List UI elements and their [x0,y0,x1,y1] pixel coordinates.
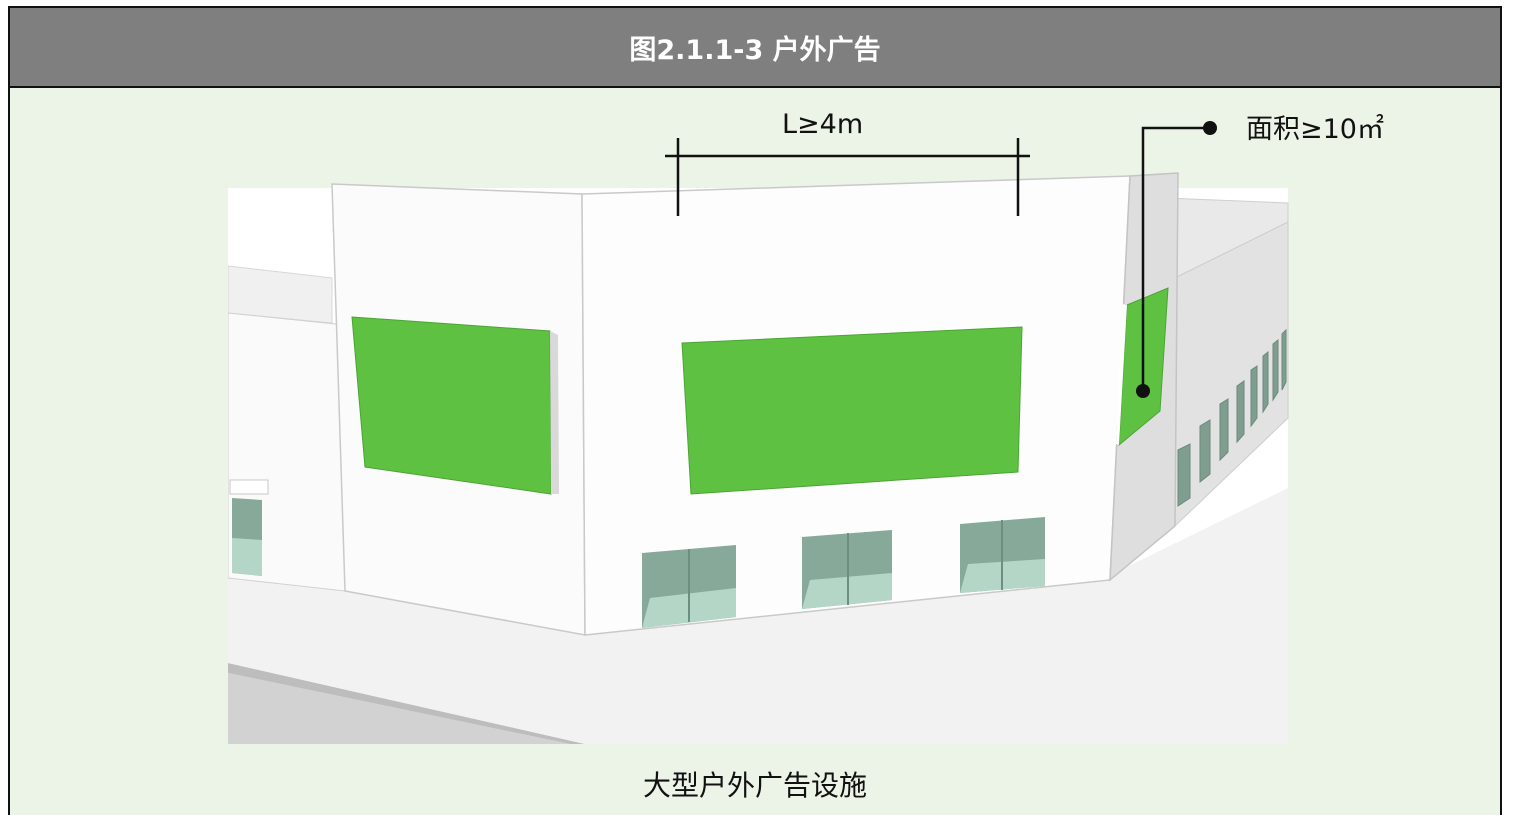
length-dimension [665,138,1030,216]
billboard-front [681,326,1023,495]
figure-caption: 大型户外广告设施 [642,769,867,802]
billboard-left [351,316,552,495]
area-callout [1141,126,1210,391]
building-illustration: L≥4m 面积≥10㎡ [228,109,1384,744]
callout-dot-end [1203,121,1217,135]
figure-frame: 图2.1.1-3 户外广告 [8,6,1502,815]
callout-dot-start [1136,384,1150,398]
storefront-windows [642,517,1045,628]
length-label: L≥4m [782,109,863,140]
figure-title: 图2.1.1-3 户外广告 [10,8,1500,88]
area-label: 面积≥10㎡ [1246,114,1384,145]
